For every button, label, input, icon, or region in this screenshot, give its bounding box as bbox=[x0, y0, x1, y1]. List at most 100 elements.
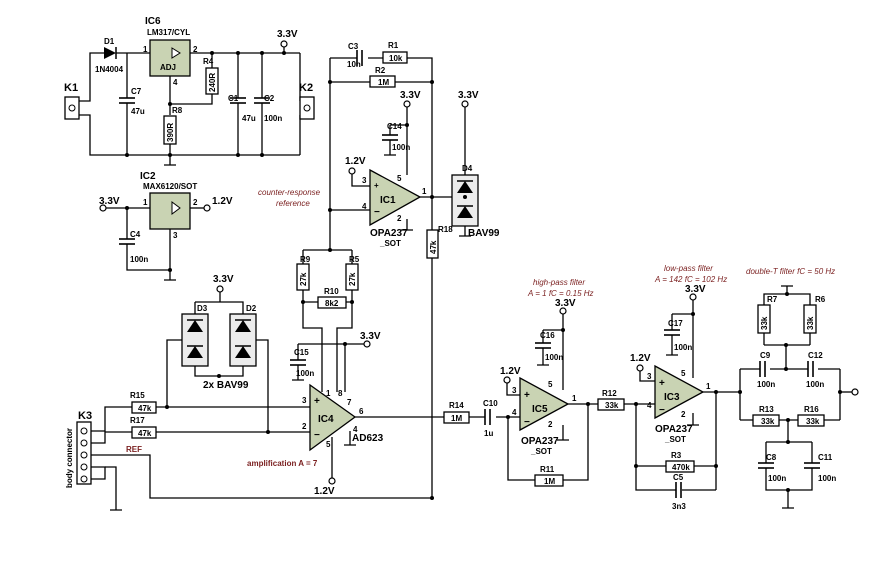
svg-text:4: 4 bbox=[512, 408, 517, 417]
svg-text:R15: R15 bbox=[130, 391, 145, 400]
svg-text:+: + bbox=[659, 378, 665, 389]
svg-text:R6: R6 bbox=[815, 295, 826, 304]
svg-text:−: − bbox=[374, 207, 380, 218]
svg-text:4: 4 bbox=[173, 78, 178, 87]
svg-text:1M: 1M bbox=[451, 414, 462, 423]
svg-text:100n: 100n bbox=[768, 474, 786, 483]
protection-diodes: 3.3V D3 D2 2x BAV99 bbox=[165, 274, 270, 434]
svg-text:100n: 100n bbox=[392, 143, 410, 152]
svg-text:3: 3 bbox=[647, 372, 652, 381]
svg-text:1: 1 bbox=[143, 45, 148, 54]
svg-text:2: 2 bbox=[302, 422, 307, 431]
lowpass-section: 33k R12 470k R3 C5 3n3 1.2V + − IC3 OPA2… bbox=[597, 264, 740, 511]
svg-text:−: − bbox=[524, 417, 530, 428]
svg-text:C3: C3 bbox=[348, 42, 359, 51]
svg-text:low-pass filter: low-pass filter bbox=[664, 264, 713, 273]
svg-text:R4: R4 bbox=[203, 57, 214, 66]
svg-text:C14: C14 bbox=[387, 122, 402, 131]
svg-text:3.3V: 3.3V bbox=[400, 90, 421, 101]
svg-text:3.3V: 3.3V bbox=[685, 284, 706, 295]
svg-text:47k: 47k bbox=[138, 429, 152, 438]
svg-text:C15: C15 bbox=[294, 348, 309, 357]
ic4-section: 3.3V C15 100n + − IC4 AD623 3 2 1 8 7 6 … bbox=[247, 331, 444, 497]
svg-text:33k: 33k bbox=[806, 417, 820, 426]
svg-text:−: − bbox=[314, 430, 320, 441]
svg-text:100n: 100n bbox=[264, 114, 282, 123]
svg-text:470k: 470k bbox=[672, 463, 690, 472]
svg-text:3: 3 bbox=[302, 396, 307, 405]
svg-text:1: 1 bbox=[422, 187, 427, 196]
svg-text:4: 4 bbox=[362, 202, 367, 211]
svg-text:R18: R18 bbox=[438, 225, 453, 234]
svg-text:amplification A = 7: amplification A = 7 bbox=[247, 459, 318, 468]
svg-text:IC3: IC3 bbox=[664, 392, 680, 403]
svg-text:+: + bbox=[374, 181, 379, 190]
svg-text:1: 1 bbox=[143, 198, 148, 207]
svg-text:IC6: IC6 bbox=[145, 16, 161, 27]
ic5-opamp bbox=[519, 376, 570, 432]
svg-text:33k: 33k bbox=[806, 316, 815, 330]
svg-text:D2: D2 bbox=[246, 304, 257, 313]
svg-text:R9: R9 bbox=[300, 255, 311, 264]
svg-text:R2: R2 bbox=[375, 66, 386, 75]
svg-text:100n: 100n bbox=[757, 380, 775, 389]
svg-text:LM317/CYL: LM317/CYL bbox=[147, 28, 190, 37]
svg-text:3: 3 bbox=[173, 231, 178, 240]
svg-text:R14: R14 bbox=[449, 401, 464, 410]
svg-text:10k: 10k bbox=[389, 54, 403, 63]
svg-text:REF: REF bbox=[126, 445, 142, 454]
svg-text:C4: C4 bbox=[130, 230, 141, 239]
svg-text:10n: 10n bbox=[347, 60, 361, 69]
svg-text:5: 5 bbox=[326, 440, 331, 449]
svg-text:1.2V: 1.2V bbox=[345, 156, 366, 167]
svg-text:OPA237: OPA237 bbox=[521, 436, 559, 447]
svg-text:47k: 47k bbox=[429, 240, 438, 254]
svg-text:6: 6 bbox=[359, 407, 364, 416]
svg-text:R10: R10 bbox=[324, 287, 339, 296]
svg-text:R17: R17 bbox=[130, 416, 145, 425]
svg-text:counter-response: counter-response bbox=[258, 188, 321, 197]
svg-text:1N4004: 1N4004 bbox=[95, 65, 124, 74]
svg-text:R13: R13 bbox=[759, 405, 774, 414]
svg-text:1.2V: 1.2V bbox=[630, 353, 651, 364]
svg-text:C16: C16 bbox=[540, 331, 555, 340]
svg-text:3n3: 3n3 bbox=[672, 502, 686, 511]
svg-text:IC2: IC2 bbox=[140, 171, 156, 182]
svg-text:3.3V: 3.3V bbox=[99, 196, 120, 207]
svg-text:C12: C12 bbox=[808, 351, 823, 360]
svg-text:ADJ: ADJ bbox=[160, 63, 176, 72]
svg-text:_SOT: _SOT bbox=[664, 435, 686, 444]
svg-text:R8: R8 bbox=[172, 106, 183, 115]
svg-text:R3: R3 bbox=[671, 451, 682, 460]
svg-text:27k: 27k bbox=[348, 272, 357, 286]
svg-text:IC4: IC4 bbox=[318, 414, 334, 425]
svg-text:4: 4 bbox=[647, 401, 652, 410]
svg-text:IC5: IC5 bbox=[532, 404, 548, 415]
svg-text:8k2: 8k2 bbox=[325, 299, 339, 308]
svg-text:R11: R11 bbox=[540, 465, 555, 474]
svg-text:1M: 1M bbox=[544, 477, 555, 486]
svg-text:1.2V: 1.2V bbox=[314, 486, 335, 497]
svg-text:IC1: IC1 bbox=[380, 195, 396, 206]
svg-text:OPA237: OPA237 bbox=[370, 228, 408, 239]
svg-text:4: 4 bbox=[353, 425, 358, 434]
svg-text:_SOT: _SOT bbox=[379, 239, 401, 248]
svg-text:1.2V: 1.2V bbox=[500, 366, 521, 377]
svg-text:100n: 100n bbox=[674, 343, 692, 352]
svg-text:3.3V: 3.3V bbox=[213, 274, 234, 285]
svg-text:2x BAV99: 2x BAV99 bbox=[203, 380, 249, 391]
svg-text:1M: 1M bbox=[378, 78, 389, 87]
svg-text:1u: 1u bbox=[484, 429, 493, 438]
svg-text:C11: C11 bbox=[818, 453, 833, 462]
svg-text:3.3V: 3.3V bbox=[555, 298, 576, 309]
svg-text:C5: C5 bbox=[673, 473, 684, 482]
svg-text:BAV99: BAV99 bbox=[468, 228, 500, 239]
svg-text:47u: 47u bbox=[131, 107, 145, 116]
svg-text:2: 2 bbox=[548, 420, 553, 429]
svg-text:5: 5 bbox=[397, 174, 402, 183]
svg-text:100n: 100n bbox=[296, 369, 314, 378]
ic1-section: C3 10n 10k R1 1M R2 3.3V C14 100n + − IC… bbox=[258, 41, 500, 498]
ic2-reference-chip bbox=[149, 192, 191, 230]
svg-text:5: 5 bbox=[681, 369, 686, 378]
